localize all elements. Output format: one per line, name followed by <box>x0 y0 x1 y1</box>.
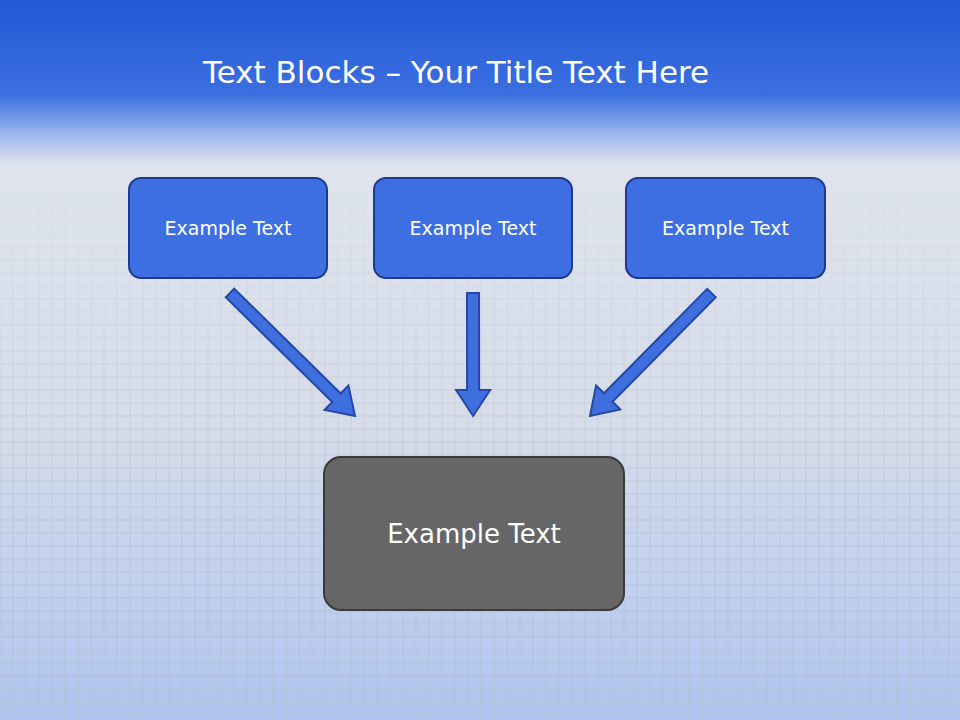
block-arrow <box>456 293 490 416</box>
text-block: Example Text <box>625 177 826 279</box>
result-box: Example Text <box>323 456 625 611</box>
text-block: Example Text <box>373 177 573 279</box>
block-text: Example Text <box>662 217 789 239</box>
block-text: Example Text <box>410 217 537 239</box>
block-arrow <box>226 289 355 416</box>
block-text: Example Text <box>165 217 292 239</box>
text-block: Example Text <box>128 177 328 279</box>
slide-title: Text Blocks – Your Title Text Here <box>203 54 709 90</box>
block-arrow <box>590 289 716 416</box>
block-text: Example Text <box>387 519 561 549</box>
